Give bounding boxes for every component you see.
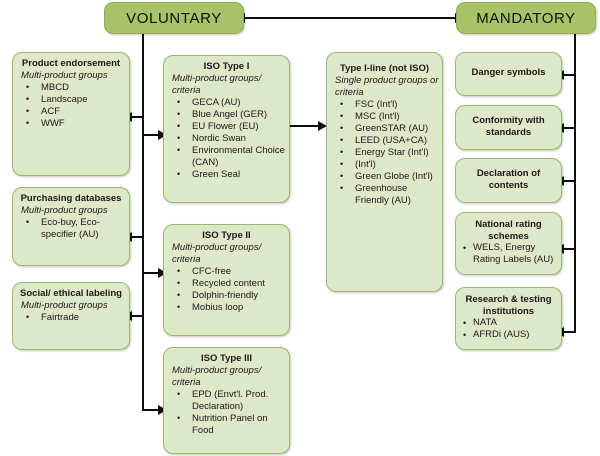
header-voluntary-label: VOLUNTARY xyxy=(126,9,222,27)
list-item: MBCD xyxy=(25,81,125,94)
list-item: (Int'l) xyxy=(339,158,438,171)
box-research-testing-institutions[interactable]: Research & testing institutions NATA AFR… xyxy=(455,287,562,350)
box-iso-type-i-subtitle: Multi-product groups/ criteria xyxy=(172,72,262,96)
list-item: CFC-free xyxy=(176,265,285,278)
connector-mandatory-research-testing xyxy=(562,331,576,333)
list-item: AFRDi (AUS) xyxy=(462,329,557,341)
box-national-rating-schemes[interactable]: National rating schemes WELS, Energy Rat… xyxy=(455,212,562,275)
box-social-ethical-labeling-items: Fairtrade xyxy=(15,311,127,324)
arrowhead-iso-type-ii xyxy=(158,268,167,278)
box-iso-type-ii-subtitle: Multi-product groups/ criteria xyxy=(172,241,262,265)
box-social-ethical-labeling-title: Social/ ethical labeling xyxy=(20,288,122,299)
box-purchasing-databases-subtitle: Multi-product groups xyxy=(21,204,108,216)
list-item: EU Flower (EU) xyxy=(176,120,285,133)
box-type-i-line-items: FSC (Int'l) MSC (Int'l) GreenSTAR (AU) L… xyxy=(329,98,440,207)
connector-voluntary-social-ethical-labeling xyxy=(130,315,144,317)
connector-voluntary-product-endorsement xyxy=(130,116,144,118)
list-item: Mobius loop xyxy=(176,301,285,314)
box-type-i-line[interactable]: Type I-line (not ISO) Single product gro… xyxy=(326,52,443,292)
box-iso-type-iii-items: EPD (Envt'l. Prod. Declaration) Nutritio… xyxy=(166,388,287,437)
list-item: Green Globe (Int'l) xyxy=(339,170,438,183)
box-declaration-of-contents-title: Declaration of contents xyxy=(476,168,541,191)
header-mandatory-label: MANDATORY xyxy=(476,9,576,27)
box-social-ethical-labeling[interactable]: Social/ ethical labeling Multi-product g… xyxy=(12,282,130,350)
box-research-testing-institutions-items: NATA AFRDi (AUS) xyxy=(458,317,559,341)
box-declaration-of-contents[interactable]: Declaration of contents xyxy=(455,158,562,203)
list-item: LEED (USA+CA) xyxy=(339,134,438,147)
connector-voluntary-iso-type-iii xyxy=(142,409,160,411)
connector-mandatory-danger-symbols xyxy=(562,74,576,76)
spine-mandatory xyxy=(574,33,576,333)
connector-mandatory-declaration xyxy=(562,180,576,182)
connector-voluntary-iso-type-i xyxy=(142,134,160,136)
list-item: Green Seal xyxy=(176,168,285,181)
list-item: Recycled content xyxy=(176,277,285,290)
list-item: Eco-buy, Eco-specifier (AU) xyxy=(25,216,125,241)
box-social-ethical-labeling-subtitle: Multi-product groups xyxy=(21,299,108,311)
list-item: Greenhouse Friendly (AU) xyxy=(339,182,438,207)
box-product-endorsement[interactable]: Product endorsement Multi-product groups… xyxy=(12,52,130,176)
header-voluntary[interactable]: VOLUNTARY xyxy=(104,2,244,34)
box-iso-type-i-items: GECA (AU) Blue Angel (GER) EU Flower (EU… xyxy=(166,96,287,181)
spine-voluntary xyxy=(142,33,144,411)
list-item: Energy Star (Int'l) xyxy=(339,146,438,159)
box-product-endorsement-items: MBCD Landscape ACF WWF xyxy=(15,81,127,130)
box-danger-symbols-title: Danger symbols xyxy=(471,67,546,78)
box-iso-type-i-title: ISO Type I xyxy=(203,61,250,72)
list-item: Dolphin-friendly xyxy=(176,289,285,302)
list-item: Fairtrade xyxy=(25,311,125,324)
box-conformity-with-standards-title: Conformity with standards xyxy=(472,115,545,138)
list-item: WWF xyxy=(25,117,125,130)
list-item: Environmental Choice (CAN) xyxy=(176,144,285,169)
box-type-i-line-subtitle: Single product groups or criteria xyxy=(335,74,439,98)
list-item: GreenSTAR (AU) xyxy=(339,122,438,135)
box-purchasing-databases[interactable]: Purchasing databases Multi-product group… xyxy=(12,187,130,266)
box-danger-symbols[interactable]: Danger symbols xyxy=(455,52,562,96)
connector-mandatory-national-rating xyxy=(562,248,576,250)
box-iso-type-ii[interactable]: ISO Type II Multi-product groups/ criter… xyxy=(163,224,290,336)
box-iso-type-iii-subtitle: Multi-product groups/ criteria xyxy=(172,364,262,388)
list-item: ACF xyxy=(25,105,125,118)
box-iso-type-iii-title: ISO Type III xyxy=(200,353,253,364)
list-item: EPD (Envt'l. Prod. Declaration) xyxy=(176,388,285,413)
list-item: Landscape xyxy=(25,93,125,106)
box-research-testing-institutions-title: Research & testing institutions xyxy=(465,294,552,317)
connector-mandatory-conformity xyxy=(562,127,576,129)
list-item: NATA xyxy=(462,317,557,329)
box-type-i-line-title: Type I-line (not ISO) xyxy=(339,63,430,74)
list-item: GECA (AU) xyxy=(176,96,285,109)
list-item: MSC (Int'l) xyxy=(339,110,438,123)
connector-iso-type-i-to-type-i-line xyxy=(290,125,322,127)
arrowhead-type-i-line xyxy=(318,121,327,131)
arrowhead-iso-type-i xyxy=(158,130,167,140)
box-purchasing-databases-items: Eco-buy, Eco-specifier (AU) xyxy=(15,216,127,241)
box-national-rating-schemes-title: National rating schemes xyxy=(475,219,542,242)
box-national-rating-schemes-items: WELS, Energy Rating Labels (AU) xyxy=(458,242,559,266)
box-iso-type-ii-items: CFC-free Recycled content Dolphin-friend… xyxy=(166,265,287,314)
list-item: Blue Angel (GER) xyxy=(176,108,285,121)
box-purchasing-databases-title: Purchasing databases xyxy=(20,193,122,204)
list-item: Nutrition Panel on Food xyxy=(176,412,285,437)
arrowhead-iso-type-iii xyxy=(158,405,167,415)
connector-voluntary-iso-type-ii xyxy=(142,272,160,274)
box-iso-type-ii-title: ISO Type II xyxy=(202,230,251,241)
list-item: WELS, Energy Rating Labels (AU) xyxy=(462,242,557,266)
box-iso-type-i[interactable]: ISO Type I Multi-product groups/ criteri… xyxy=(163,55,290,203)
box-product-endorsement-title: Product endorsement xyxy=(21,58,121,69)
list-item: FSC (Int'l) xyxy=(339,98,438,111)
header-mandatory[interactable]: MANDATORY xyxy=(456,2,596,34)
list-item: Nordic Swan xyxy=(176,132,285,145)
box-iso-type-iii[interactable]: ISO Type III Multi-product groups/ crite… xyxy=(163,347,290,454)
box-product-endorsement-subtitle: Multi-product groups xyxy=(21,69,108,81)
box-conformity-with-standards[interactable]: Conformity with standards xyxy=(455,105,562,150)
connector-voluntary-purchasing-databases xyxy=(130,236,144,238)
connector-voluntary-mandatory xyxy=(243,17,462,19)
